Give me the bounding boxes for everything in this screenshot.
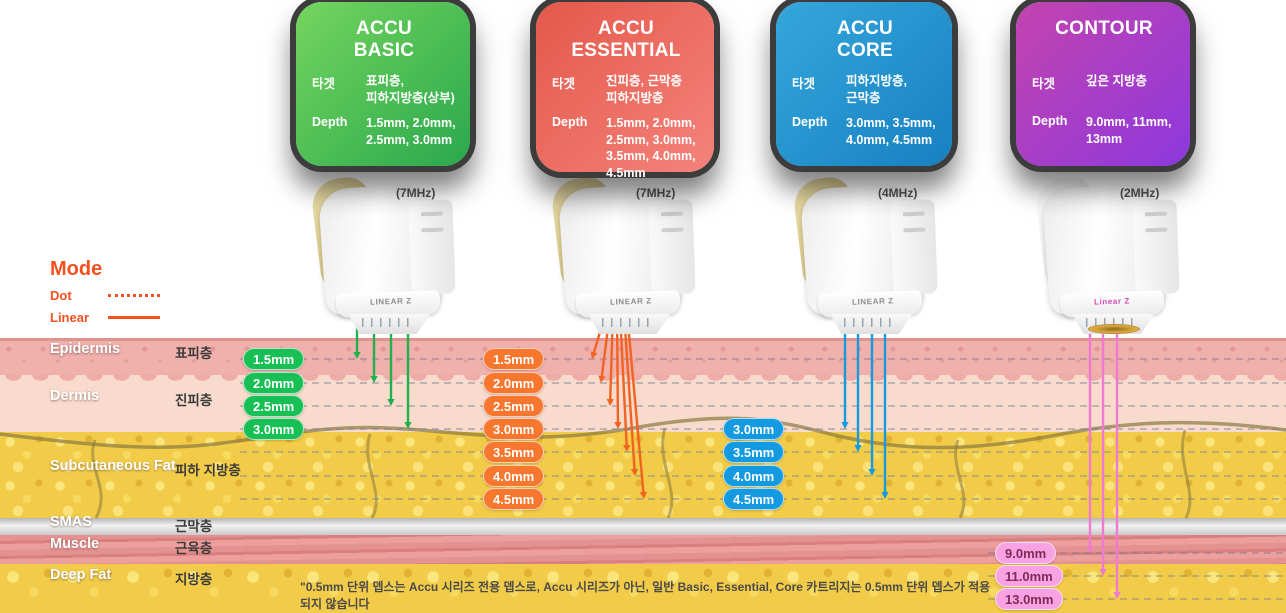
depth-value: 3.0mm, 3.5mm, 4.0mm, 4.5mm xyxy=(846,116,936,147)
depth-value: 1.5mm, 2.0mm, 2.5mm, 3.0mm xyxy=(366,116,456,147)
mode-legend: Mode Dot Linear xyxy=(50,258,160,325)
layer-deep-fat xyxy=(0,564,1286,613)
layer-label-dermis: Dermis xyxy=(50,388,100,404)
depth-badge: 3.0mm xyxy=(723,418,785,440)
mode-linear-row: Linear xyxy=(50,310,160,325)
handpiece-accu-basic: LINEAR Z (7MHz) xyxy=(309,174,472,338)
dot-line-sample xyxy=(108,294,160,297)
depth-value: 9.0mm, 11mm, 13mm xyxy=(1086,115,1172,146)
footnote: "0.5mm 단위 뎁스는 Accu 시리즈 전용 뎁스로, Accu 시리즈가… xyxy=(300,580,991,611)
frequency-label: (7MHz) xyxy=(636,186,676,200)
linear-z-logo: LINEAR Z xyxy=(609,296,652,307)
card-title: ACCU BASIC xyxy=(353,18,415,61)
tip-scale-ticks xyxy=(602,318,656,327)
depth-badge: 3.0mm xyxy=(243,418,305,440)
target-value: 진피층, 근막층 피하지방층 xyxy=(606,74,682,105)
handpiece-contour: Linear Z (2MHz) xyxy=(1033,174,1196,338)
mode-dot-label: Dot xyxy=(50,288,72,303)
target-label: 타겟 xyxy=(792,77,816,91)
layer-label-epidermis-ko: 표피층 xyxy=(175,346,213,361)
transducer-window xyxy=(1088,324,1140,334)
depth-badge: 1.5mm xyxy=(243,348,305,370)
handpiece-back-panel xyxy=(890,199,938,295)
depth-badge: 11.0mm xyxy=(995,565,1063,587)
depth-badge: 3.0mm xyxy=(483,418,545,440)
target-value: 피하지방층, 근막층 xyxy=(846,74,907,105)
tip-scale-ticks xyxy=(362,318,416,327)
card-title: ACCU CORE xyxy=(836,18,894,61)
depth-label: Depth xyxy=(312,115,348,129)
depth-badge: 2.0mm xyxy=(483,372,545,394)
depth-badge: 4.5mm xyxy=(723,488,785,510)
handpiece-back-panel xyxy=(1132,199,1180,295)
target-label: 타겟 xyxy=(1032,77,1056,91)
linear-z-logo: LINEAR Z xyxy=(851,296,894,307)
layer-label-subcutaneous-fat: Subcutaneous Fat xyxy=(50,458,176,474)
linear-z-logo: LINEAR Z xyxy=(369,296,412,307)
handpiece-back-panel xyxy=(648,199,696,295)
target-label: 타겟 xyxy=(312,77,336,91)
depth-label: Depth xyxy=(792,115,828,129)
depth-value: 1.5mm, 2.0mm, 2.5mm, 3.0mm, 3.5mm, 4.0mm… xyxy=(606,116,696,180)
layer-label-smas: SMAS xyxy=(50,514,92,530)
depth-badge: 3.5mm xyxy=(723,441,785,463)
mode-legend-title: Mode xyxy=(50,258,103,280)
layer-label-smas-ko: 근막층 xyxy=(175,519,213,534)
tip-scale-ticks xyxy=(844,318,898,327)
handpiece-accu-essential: LINEAR Z (7MHz) xyxy=(549,174,712,338)
mode-linear-label: Linear xyxy=(50,310,90,325)
depth-badge: 4.0mm xyxy=(483,465,545,487)
depth-badge: 13.0mm xyxy=(995,588,1064,610)
card-title: CONTOUR xyxy=(1055,18,1153,39)
target-label: 타겟 xyxy=(552,77,576,91)
layer-label-dermis-ko: 진피층 xyxy=(175,393,213,408)
layer-label-deep-fat: Deep Fat xyxy=(50,567,112,583)
depth-label: Depth xyxy=(1032,114,1068,128)
depth-badge: 4.0mm xyxy=(723,465,785,487)
frequency-label: (4MHz) xyxy=(878,186,918,200)
depth-badge: 3.5mm xyxy=(483,441,545,463)
mode-dot-row: Dot xyxy=(50,288,160,303)
target-value: 표피층, 피하지방층(상부) xyxy=(366,74,455,105)
handpiece-accu-core: LINEAR Z (4MHz) xyxy=(791,174,954,338)
depth-badge: 2.5mm xyxy=(483,395,545,417)
layer-label-muscle-ko: 근육층 xyxy=(175,541,213,556)
frequency-label: (2MHz) xyxy=(1120,186,1160,200)
layer-label-subcutaneous-fat-ko: 피하 지방층 xyxy=(175,463,241,478)
card-contour: CONTOUR 타겟 깊은 지방층 Depth 9.0mm, 11mm, 13m… xyxy=(1016,2,1190,166)
target-value: 깊은 지방층 xyxy=(1086,74,1147,88)
card-accu-core: ACCU CORE 타겟 피하지방층, 근막층 Depth 3.0mm, 3.5… xyxy=(776,2,952,166)
layer-label-deep-fat-ko: 지방층 xyxy=(175,572,213,587)
linear-z-logo: Linear Z xyxy=(1093,296,1131,307)
card-title: ACCU ESSENTIAL xyxy=(571,18,681,61)
tip-scale-ticks xyxy=(1086,318,1140,327)
linear-line-sample xyxy=(108,316,160,319)
layer-muscle xyxy=(0,535,1286,564)
depth-badge: 9.0mm xyxy=(995,542,1057,564)
card-accu-basic: ACCU BASIC 타겟 표피층, 피하지방층(상부) Depth 1.5mm… xyxy=(296,2,470,166)
layer-label-epidermis: Epidermis xyxy=(50,341,121,357)
depth-badge: 4.5mm xyxy=(483,488,545,510)
layer-label-muscle: Muscle xyxy=(50,536,100,552)
frequency-label: (7MHz) xyxy=(396,186,436,200)
layer-smas xyxy=(0,518,1286,535)
depth-badge: 1.5mm xyxy=(483,348,545,370)
depth-badge: 2.0mm xyxy=(243,372,305,394)
card-accu-essential: ACCU ESSENTIAL 타겟 진피층, 근막층 피하지방층 Depth 1… xyxy=(536,2,714,180)
depth-badge: 2.5mm xyxy=(243,395,305,417)
handpiece-back-panel xyxy=(408,199,456,295)
depth-label: Depth xyxy=(552,115,588,129)
